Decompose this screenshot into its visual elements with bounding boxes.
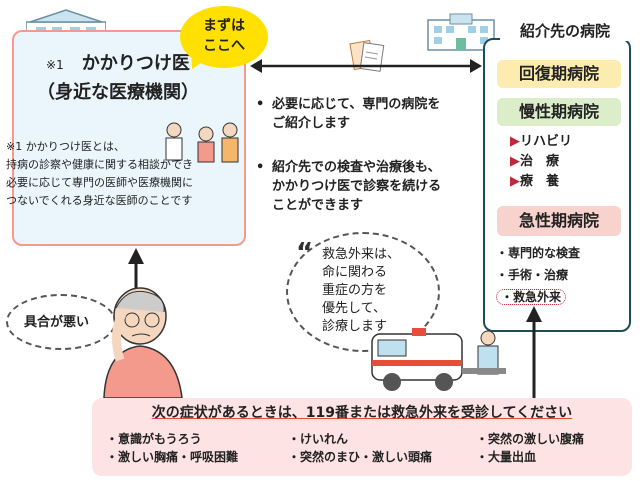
symptom-item: ・激しい胸痛・呼吸困難 (106, 450, 239, 464)
continuity-bullet: • 紹介先での検査や治療後も、 かかりつけ医で診察を続ける ことができます (256, 160, 442, 213)
cloud-line: 優先して、 (322, 301, 386, 316)
acute-items: ・専門的な検査 ・手術・治療 ・救急外来 (496, 242, 580, 308)
acute-item: ・専門的な検査 (496, 246, 581, 260)
symptom-item: ・突然の激しい腹痛 (476, 432, 585, 446)
triangle-icon: ▶ (510, 154, 520, 169)
double-headed-arrow (250, 59, 482, 73)
unwell-text: 具合が悪い (24, 315, 90, 330)
bullet-line: ことができます (272, 198, 364, 213)
note-mark: ※1 (46, 58, 64, 72)
desc-line: 持病の診察や健康に関する相談ができ (6, 158, 193, 171)
symptom-col-1: ・意識がもうろう ・激しい胸痛・呼吸困難 (106, 430, 238, 466)
symptom-col-2: ・けいれん ・突然のまひ・激しい頭痛 (288, 430, 432, 466)
symptom-item: ・大量出血 (476, 450, 537, 464)
emergency-symptoms-box: 次の症状があるときは、119番または救急外来を受診してください ・意識がもうろう… (92, 398, 632, 476)
chronic-hospital-tag: 慢性期病院 (497, 98, 621, 126)
cloud-line: 診療します (322, 319, 388, 334)
up-arrow-to-hospital (526, 306, 542, 402)
referral-document-icon (349, 39, 385, 72)
subtitle-text: （身近な医療機関） (37, 82, 199, 103)
bullet-line: 紹介先での検査や治療後も、 (272, 160, 441, 175)
chronic-item: 治 療 (520, 154, 560, 169)
bullet-line: 必要に応じて、専門の病院を (272, 97, 441, 112)
triangle-icon: ▶ (510, 174, 520, 189)
acute-item: ・手術・治療 (496, 268, 569, 282)
family-doctor-description: ※1 かかりつけ医とは、 持病の診察や健康に関する相談ができ 必要に応じて専門の… (6, 138, 232, 210)
referral-hospitals-heading: 紹介先の病院 (500, 20, 630, 41)
title-text: かかりつけ医 (81, 53, 190, 74)
bullet-line: ご紹介します (272, 116, 351, 131)
desc-line: 必要に応じて専門の医師や医療機関に (6, 176, 193, 189)
symptom-col-3: ・突然の激しい腹痛 ・大量出血 (476, 430, 584, 466)
emergency-symptoms-title: 次の症状があるときは、119番または救急外来を受診してください (151, 405, 573, 421)
emergency-note-text: 救急外来は、 命に関わる 重症の方を 優先して、 診療します (322, 246, 400, 336)
doctor-consultation-illustration (165, 122, 239, 163)
referral-bullet: • 必要に応じて、専門の病院を ご紹介します (256, 97, 441, 131)
bubble-line: まずは (203, 18, 245, 34)
unwell-cloud (6, 294, 116, 350)
desc-line: ※1 かかりつけ医とは、 (6, 140, 125, 153)
hospital-building-icon (427, 13, 495, 51)
symptom-item: ・けいれん (288, 432, 349, 446)
up-arrow-to-clinic (128, 248, 144, 288)
ambulance-illustration (371, 328, 506, 391)
recovery-hospital-tag: 回復期病院 (497, 60, 621, 88)
bubble-line: ここへ (203, 38, 245, 54)
chronic-items: ▶リハビリ ▶治 療 ▶療 養 (510, 132, 572, 192)
emergency-outpatient-item: ・救急外来 (496, 289, 567, 305)
desc-line: つないでくれる身近な医師のことです (6, 194, 193, 207)
unwell-elderly-man-illustration (103, 287, 183, 398)
chronic-item: リハビリ (520, 134, 573, 149)
cloud-line: 重症の方を (322, 283, 388, 298)
cloud-line: 命に関わる (322, 265, 388, 280)
acute-hospital-tag: 急性期病院 (497, 206, 621, 236)
start-here-bubble: まずはここへ (180, 6, 268, 74)
cloud-line: 救急外来は、 (322, 247, 401, 262)
bullet-line: かかりつけ医で診察を続ける (272, 179, 442, 194)
symptom-item: ・意識がもうろう (106, 432, 202, 446)
symptom-item: ・突然のまひ・激しい頭痛 (288, 450, 433, 464)
triangle-icon: ▶ (510, 134, 520, 149)
quote-mark-icon: “ (296, 238, 314, 268)
family-doctor-title: ※1 かかりつけ医 （身近な医療機関） (18, 50, 218, 107)
chronic-item: 療 養 (520, 174, 560, 189)
